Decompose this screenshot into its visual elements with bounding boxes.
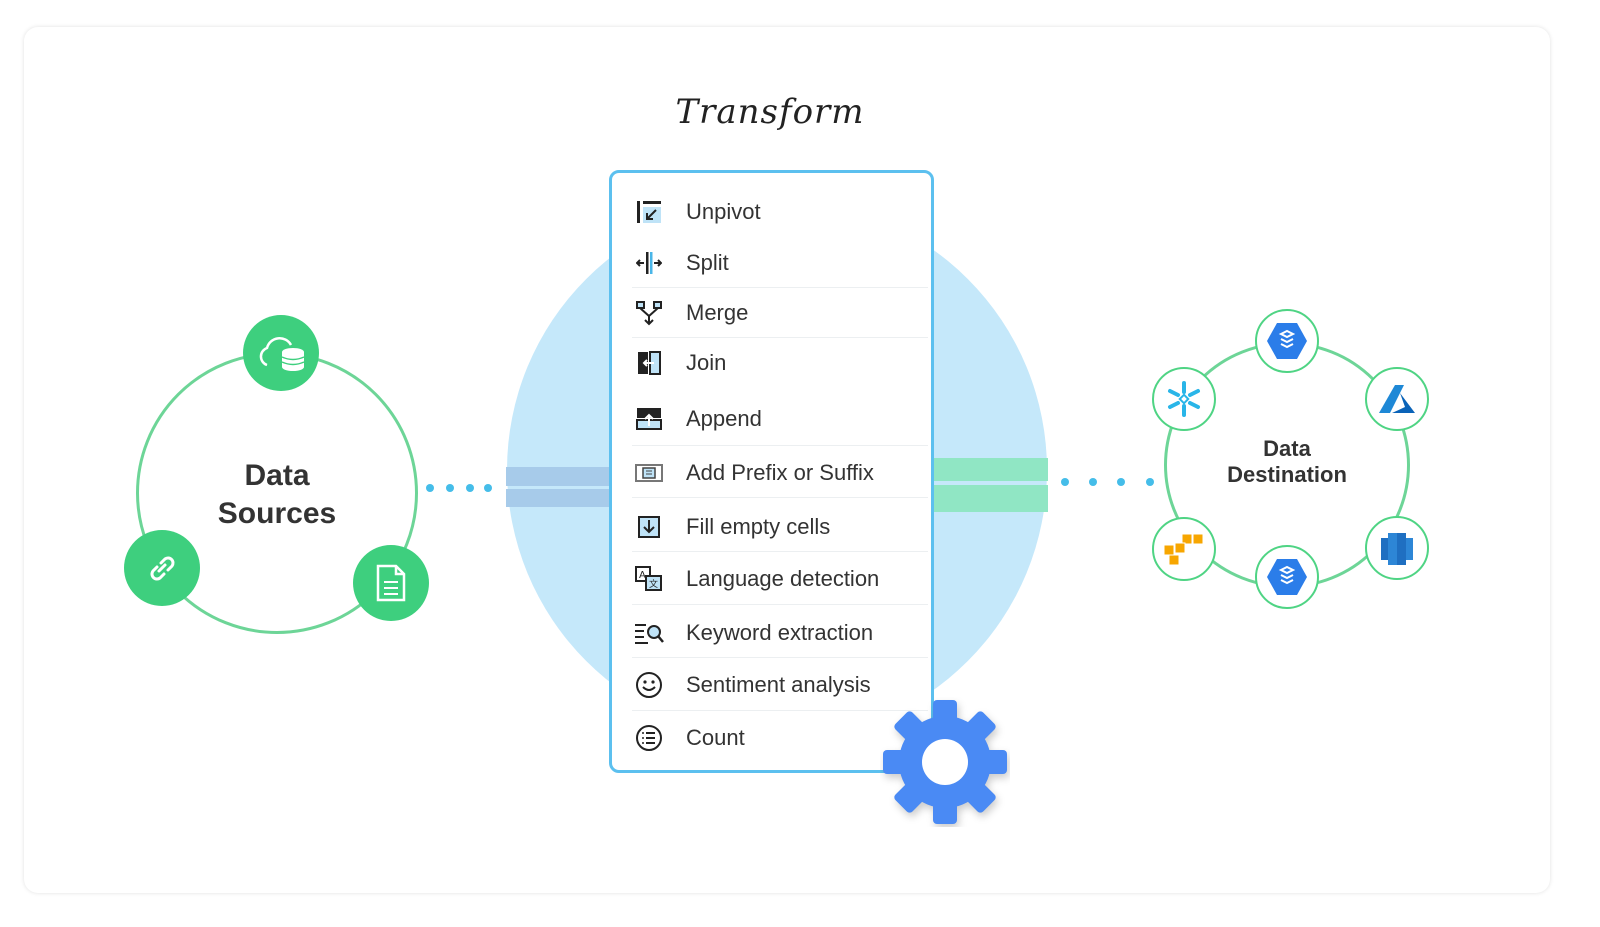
- item-label: Count: [686, 725, 745, 750]
- divider: [632, 551, 928, 552]
- connector-dot: [1146, 478, 1154, 486]
- divider: [632, 337, 928, 338]
- transform-panel: Unpivot Split Merge Join Append Add Pref…: [609, 170, 934, 773]
- keyword-icon: [634, 618, 664, 648]
- connector-dot: [1117, 478, 1125, 486]
- item-label: Unpivot: [686, 199, 761, 224]
- svg-text:文: 文: [649, 578, 658, 590]
- item-label: Add Prefix or Suffix: [686, 460, 874, 485]
- snowflake-icon[interactable]: [1152, 367, 1216, 431]
- right-connector-bar: [933, 485, 1048, 512]
- cloud-database-icon: [243, 315, 319, 391]
- transform-item-append[interactable]: Append: [634, 394, 909, 444]
- unpivot-icon: [634, 197, 664, 227]
- divider: [632, 445, 928, 446]
- append-icon: [634, 404, 664, 434]
- join-icon: [634, 348, 664, 378]
- item-label: Sentiment analysis: [686, 672, 871, 697]
- item-label: Split: [686, 250, 729, 275]
- redshift-icon[interactable]: [1365, 516, 1429, 580]
- prefix-suffix-icon: [634, 458, 664, 488]
- item-label: Append: [686, 406, 762, 431]
- transform-item-join[interactable]: Join: [634, 338, 909, 388]
- item-label: Language detection: [686, 566, 880, 591]
- count-icon: [634, 723, 664, 753]
- svg-text:A: A: [639, 570, 646, 581]
- transform-item-split[interactable]: Split: [634, 238, 909, 288]
- fill-icon: [634, 512, 664, 542]
- transform-item-keyword-extraction[interactable]: Keyword extraction: [634, 608, 909, 658]
- divider: [632, 710, 928, 711]
- divider: [632, 657, 928, 658]
- transform-item-fill-empty-cells[interactable]: Fill empty cells: [634, 502, 909, 552]
- item-label: Join: [686, 350, 727, 375]
- split-icon: [634, 248, 664, 278]
- transform-item-unpivot[interactable]: Unpivot: [634, 187, 909, 237]
- left-connector-bar: [506, 467, 610, 486]
- right-connector-bar: [933, 458, 1048, 481]
- transform-item-count[interactable]: Count: [634, 713, 909, 763]
- connector-dot: [426, 484, 434, 492]
- bigquery-icon[interactable]: [1255, 309, 1319, 373]
- transform-item-merge[interactable]: Merge: [634, 288, 909, 338]
- connector-dot: [466, 484, 474, 492]
- aws-icon[interactable]: [1152, 517, 1216, 581]
- azure-icon[interactable]: [1365, 367, 1429, 431]
- smile-icon: [634, 670, 664, 700]
- link-icon[interactable]: [124, 530, 200, 606]
- merge-icon: [634, 298, 664, 328]
- transform-title: Transform: [675, 92, 865, 132]
- divider: [632, 497, 928, 498]
- document-icon[interactable]: [353, 545, 429, 621]
- item-label: Fill empty cells: [686, 514, 831, 539]
- connector-dot: [1061, 478, 1069, 486]
- divider: [632, 287, 928, 288]
- gear-icon: [880, 697, 1010, 832]
- transform-item-sentiment-analysis[interactable]: Sentiment analysis: [634, 660, 909, 710]
- connector-dot: [484, 484, 492, 492]
- transform-item-add-prefix-suffix[interactable]: Add Prefix or Suffix: [634, 448, 909, 498]
- left-connector-bar: [506, 489, 610, 507]
- item-label: Merge: [686, 300, 749, 325]
- connector-dot: [1089, 478, 1097, 486]
- divider: [632, 604, 928, 605]
- connector-dot: [446, 484, 454, 492]
- item-label: Keyword extraction: [686, 620, 874, 645]
- bigquery-icon[interactable]: [1255, 545, 1319, 609]
